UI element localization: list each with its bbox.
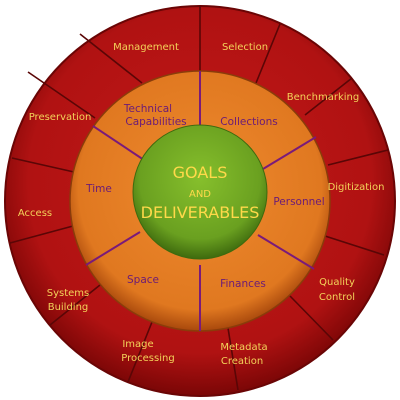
outer-divider [289, 295, 334, 341]
outer-label-selection: Selection [222, 42, 268, 53]
outer-divider [304, 77, 353, 116]
outer-divider [327, 149, 389, 166]
middle-label-space: Space [127, 274, 159, 286]
middle-divider [257, 136, 317, 173]
outer-ring-dividers [9, 6, 389, 391]
center-title-deliverables: DELIVERABLES [141, 203, 260, 222]
outer-divider [324, 235, 385, 256]
middle-label-personnel: Personnel [273, 196, 324, 208]
outer-label-quality-l2: Control [319, 292, 355, 303]
outer-label-management: Management [113, 42, 179, 53]
middle-divider [92, 125, 145, 161]
outer-divider [27, 71, 96, 119]
outer-label-image-l2: Processing [121, 353, 174, 364]
middle-divider [85, 231, 141, 266]
outer-divider [227, 327, 239, 391]
middle-label-collections: Collections [220, 116, 277, 128]
middle-divider [257, 234, 315, 270]
outer-label-systems-l1: Systems [47, 288, 90, 299]
outer-label-metadata-l2: Creation [221, 356, 263, 367]
outer-label-quality-l1: Quality [319, 277, 355, 288]
outer-label-access: Access [18, 208, 52, 219]
outer-divider [49, 284, 101, 326]
middle-label-finances: Finances [220, 278, 266, 290]
middle-label-technical-l2: Capabilities [125, 116, 186, 128]
outer-label-metadata-l1: Metadata [220, 342, 267, 353]
outer-label-image-l1: Image [122, 339, 153, 350]
outer-divider [127, 321, 153, 383]
outer-divider [11, 157, 75, 173]
outer-label-benchmarking: Benchmarking [287, 92, 359, 103]
middle-label-time: Time [85, 183, 112, 195]
outer-divider [9, 225, 74, 244]
middle-label-technical-l1: Technical [123, 103, 172, 115]
outer-label-digitization: Digitization [328, 182, 385, 193]
center-circle [132, 124, 268, 260]
outer-label-preservation: Preservation [29, 112, 92, 123]
outer-divider [79, 33, 143, 84]
center-title-and: AND [189, 189, 211, 200]
outer-label-systems-l2: Building [48, 302, 89, 313]
center-title-goals: GOALS [173, 163, 228, 182]
middle-ring-dividers [85, 71, 317, 331]
outer-divider [255, 23, 281, 84]
